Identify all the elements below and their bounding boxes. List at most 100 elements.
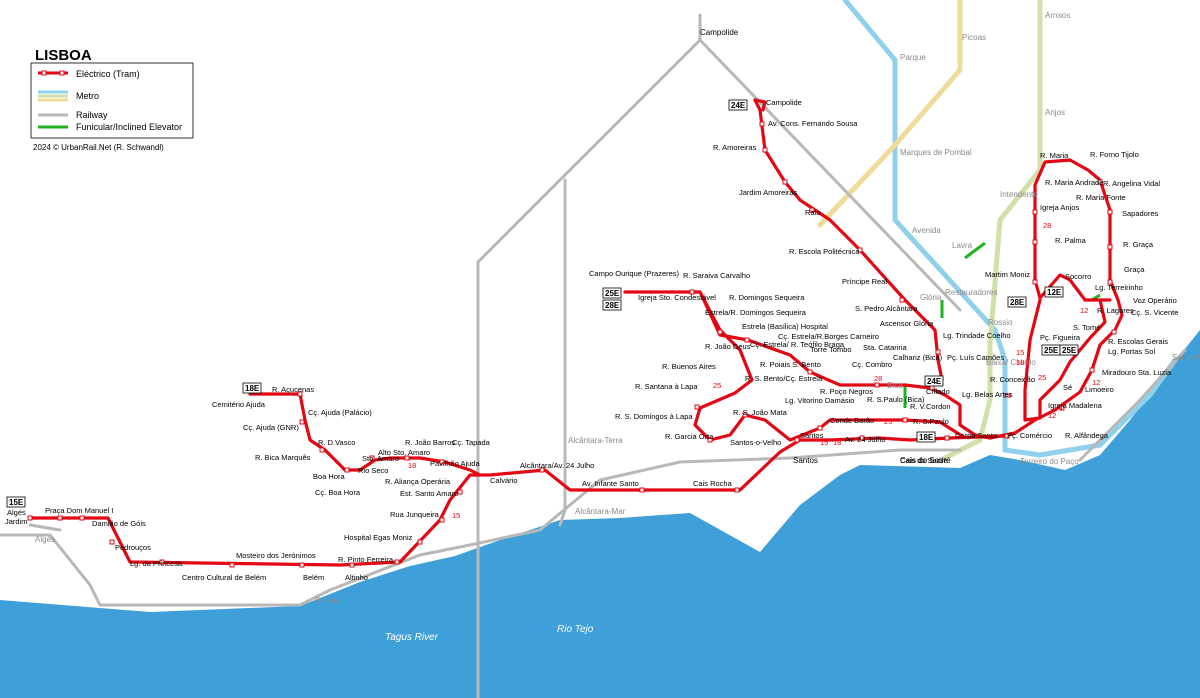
stop-label: R. Graça (1123, 240, 1154, 249)
label-tagus-river: Tagus River (385, 632, 439, 643)
map-title: LISBOA (35, 47, 92, 64)
stop-label: Pavilhão Ajuda (430, 459, 480, 468)
stop-label: Rio Seco (358, 466, 388, 475)
stop-label: R. S.Paulo (Bica) (867, 395, 925, 404)
stop-label: Campo Ourique (Prazeres) (589, 269, 680, 278)
stop-label: R. S. João Mata (733, 408, 788, 417)
stop-label: Igreja Sto. Condestável (638, 293, 716, 302)
legend: LISBOA Eléctrico (Tram) Metro Railway Fu… (30, 47, 194, 152)
svg-text:12E: 12E (1047, 288, 1062, 297)
stop-label: Cais do Sodré (900, 456, 948, 465)
route-numbers: 15 18 25 28 12 15 18 25 28 12 15 18 25 2… (408, 221, 1100, 520)
legend-funicular-label: Funicular/Inclined Elevator (76, 122, 182, 132)
svg-text:18E: 18E (245, 384, 260, 393)
svg-text:Anjos: Anjos (1045, 108, 1065, 117)
stop-label: Estrela/R. Domingos Sequeira (705, 308, 807, 317)
stop-label: S. Tomé (1073, 323, 1100, 332)
stop-label: R. Escola Politécnica (789, 247, 860, 256)
stop-label: Limoeiro (1085, 385, 1114, 394)
metro-blue-line (842, 0, 1178, 458)
stop-label: Pç. Luís Camões (947, 353, 1004, 362)
stop-label: Alcântara/Av. 24 Julho (520, 461, 594, 470)
stop-label: Sé (1063, 383, 1072, 392)
svg-text:Intendente: Intendente (1000, 190, 1038, 199)
stop-label: R. Angelina Vidal (1103, 179, 1160, 188)
stop-label: Voz Operário (1133, 296, 1177, 305)
svg-text:12: 12 (1048, 411, 1056, 420)
svg-text:25: 25 (1038, 373, 1046, 382)
stop-label: Príncipe Real (842, 277, 887, 286)
svg-text:15: 15 (1016, 348, 1024, 357)
tram-18e-ajuda (248, 392, 482, 477)
stop-label: R. V.Cordon (910, 402, 951, 411)
svg-text:28: 28 (874, 374, 882, 383)
stop-label: Alto Sto. Amaro (378, 448, 430, 457)
stop-label: R. Bica Marquês (255, 453, 311, 462)
svg-text:12: 12 (1080, 306, 1088, 315)
stop-label: Mosteiro dos Jerónimos (236, 551, 316, 560)
svg-text:15: 15 (452, 511, 460, 520)
stop-label: R. Palma (1055, 236, 1087, 245)
tram-25e-prazeres (623, 290, 964, 442)
svg-text:28E: 28E (605, 301, 620, 310)
svg-text:Bica: Bica (887, 381, 903, 390)
stop-label: Hospital Egas Moniz (344, 533, 413, 542)
stop-label: Torre Tombo (810, 345, 852, 354)
stop-label: S. Pedro Alcântara (855, 304, 918, 313)
stop-label: Lg. Trindade Coelho (943, 331, 1011, 340)
railway-alcantara (558, 178, 567, 527)
svg-text:Alcântara-Terra: Alcântara-Terra (568, 436, 623, 445)
label-rio-tejo: Rio Tejo (557, 624, 594, 635)
stop-label: R. Santana à Lapa (635, 382, 698, 391)
stop-label: Lg. Terreirinho (1095, 283, 1143, 292)
stop-label: Belém (303, 573, 324, 582)
stop-label: Cç. Boa Hora (315, 488, 361, 497)
stop-label: Cç. Estrela/R.Borges Carneiro (778, 332, 879, 341)
stop-label: R. Alfândega (1065, 431, 1109, 440)
svg-text:Avenida: Avenida (912, 226, 941, 235)
svg-text:18: 18 (1016, 358, 1024, 367)
stop-label: Chiado (926, 387, 950, 396)
svg-text:Rossio: Rossio (988, 318, 1013, 327)
svg-text:Glória: Glória (920, 293, 942, 302)
stop-label: R. Maria Andrade (1045, 178, 1103, 187)
svg-text:Marques de Pombal: Marques de Pombal (900, 148, 972, 157)
stop-label: Cç. Ajuda (Palácio) (308, 408, 372, 417)
stop-label: Calvário (490, 476, 518, 485)
stop-label: Av. Cons. Fernando Sousa (768, 119, 858, 128)
svg-text:Algés: Algés (35, 535, 55, 544)
stop-label: R. Poiais S. Bento (760, 360, 821, 369)
stop-label: Cç. Ajuda (GNR) (243, 423, 299, 432)
svg-text:28: 28 (1003, 391, 1011, 400)
stop-label: Av. 24 Julho (845, 435, 886, 444)
svg-text:25E: 25E (1044, 346, 1059, 355)
stop-label: Sapadores (1122, 209, 1159, 218)
stop-label: R. Lagares (1097, 306, 1134, 315)
stop-label: Lg. Vitorino Damásio (785, 396, 854, 405)
svg-text:Terreiro do Paço: Terreiro do Paço (1020, 457, 1079, 466)
stop-label: Igreja Anjos (1040, 203, 1079, 212)
stop-label: Calhariz (Bica) (893, 353, 943, 362)
stop-label: R. Conceição (990, 375, 1035, 384)
stop-label: Cç. Combro (852, 360, 892, 369)
legend-tram-label: Eléctrico (Tram) (76, 69, 140, 79)
stop-label: Lg. da Princesa (130, 559, 183, 568)
stop-label: R. João Deus (705, 342, 751, 351)
stop-label: Lg. Belas Artes (962, 390, 1013, 399)
tram-stop-labels: Algés Jardim Praça Dom Manuel I Damião d… (5, 98, 1178, 582)
svg-text:Belém: Belém (315, 596, 338, 605)
stop-label: Cç. S. Vicente (1131, 308, 1178, 317)
svg-text:18: 18 (408, 461, 416, 470)
railway-algés-spur (28, 523, 62, 532)
stop-label: Av. Infante Santo (582, 479, 639, 488)
stop-label: Martim Moniz (985, 270, 1030, 279)
tram-12e-loop (1023, 298, 1107, 422)
stop-label: Algés (7, 508, 26, 517)
stop-label: Cç. Estrela/ R. Teófilo Braga (750, 340, 845, 349)
stop-label: R. Maria Fonte (1076, 193, 1126, 202)
legend-railway-label: Railway (76, 110, 108, 120)
stop-label: Cais Rocha (693, 479, 733, 488)
stop-label: Sta. Catarina (863, 343, 908, 352)
stop-label: Jardim (5, 517, 28, 526)
stop-label: R. Amoreiras (713, 143, 757, 152)
